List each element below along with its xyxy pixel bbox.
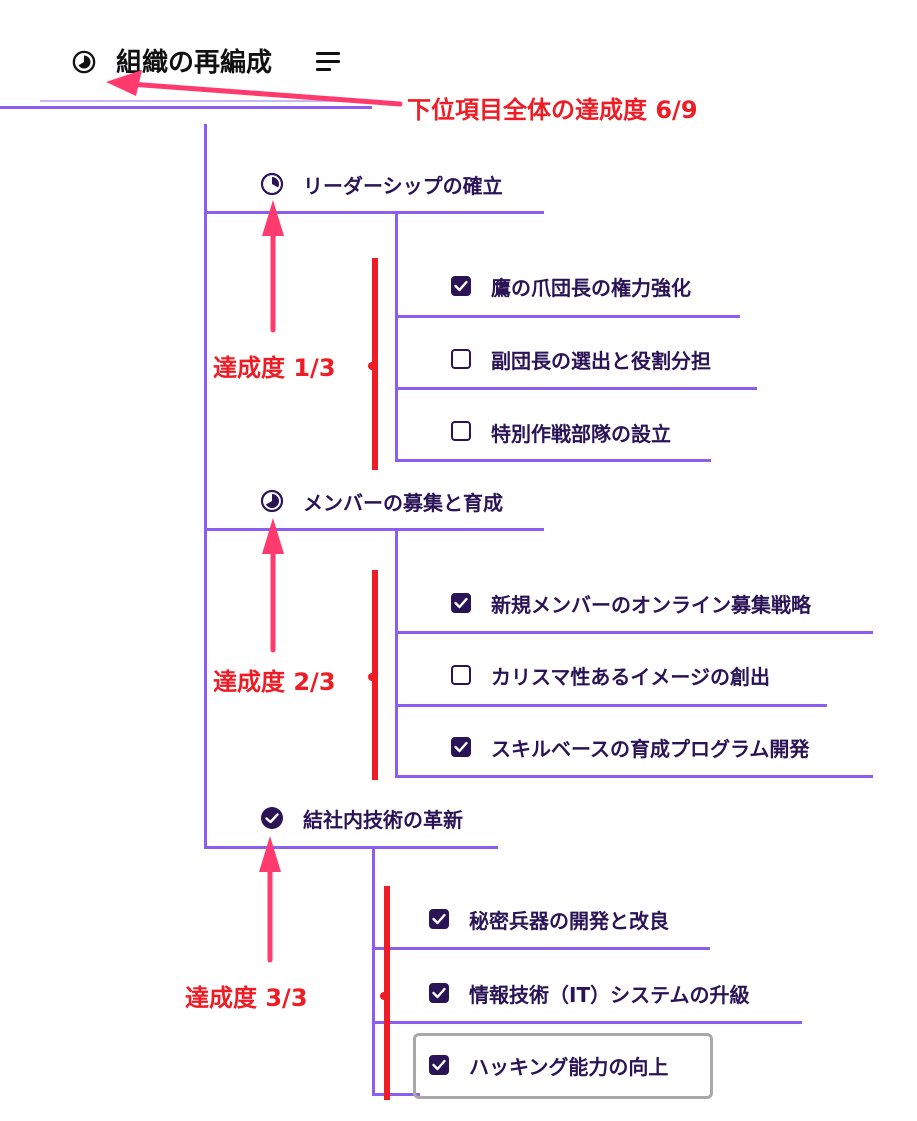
task-1-1-label: 鷹の爪団長の権力強化: [491, 276, 691, 300]
root-progress-icon: [72, 50, 96, 74]
task-1-2-checkbox[interactable]: [451, 349, 471, 369]
task-3-3-checkbox[interactable]: [429, 1055, 449, 1075]
task-2-2-label: カリスマ性あるイメージの創出: [491, 665, 770, 689]
group-2-branch-line: [395, 529, 398, 777]
group-3-bracket: [380, 885, 450, 1102]
task-1-1-underline: [395, 315, 740, 318]
task-1-3-label: 特別作戦部隊の設立: [491, 422, 671, 446]
task-3-2-label: 情報技術（IT）システムの升級: [469, 983, 750, 1007]
task-1-2-underline: [395, 387, 757, 390]
group-1-bracket: [368, 257, 440, 471]
root-underline-shadow: [40, 100, 370, 102]
task-2-3-underline: [395, 775, 873, 778]
group-2-arrow: [262, 518, 284, 653]
task-3-2-underline: [372, 1021, 802, 1024]
group-3-annotation-text: 達成度 3/3: [185, 984, 308, 1012]
group-2-progress-icon: [260, 489, 284, 513]
task-2-1-underline: [395, 631, 873, 634]
root-branch-line: [204, 124, 207, 849]
group-1-progress-icon: [260, 172, 284, 196]
task-2-2-underline: [395, 704, 827, 707]
group-1-underline: [204, 211, 544, 214]
task-2-1-label: 新規メンバーのオンライン募集戦略: [491, 593, 811, 617]
group-2-underline: [204, 528, 544, 531]
task-2-2-checkbox[interactable]: [451, 665, 471, 685]
group-1-arrow: [262, 200, 284, 333]
group-3-underline: [204, 846, 498, 849]
menu-icon[interactable]: [316, 52, 340, 76]
group-2-annotation-text: 達成度 2/3: [213, 668, 336, 696]
group-1-label[interactable]: リーダーシップの確立: [303, 174, 503, 198]
task-1-1-checkbox[interactable]: [451, 276, 471, 296]
root-annotation-text: 下位項目全体の達成度 6/9: [407, 96, 698, 124]
task-3-1-checkbox[interactable]: [429, 909, 449, 929]
group-2-bracket: [368, 569, 440, 782]
group-3-arrow: [259, 836, 281, 963]
group-2-label[interactable]: メンバーの募集と育成: [303, 491, 503, 515]
task-3-3-underline: [372, 1093, 420, 1096]
task-2-3-label: スキルベースの育成プログラム開発: [491, 737, 810, 761]
task-1-2-label: 副団長の選出と役割分担: [491, 349, 711, 373]
group-1-annotation-text: 達成度 1/3: [213, 354, 336, 382]
task-3-2-checkbox[interactable]: [429, 983, 449, 1003]
root-annotation-arrow: [106, 70, 403, 107]
task-2-1-checkbox[interactable]: [451, 593, 471, 613]
group-3-label[interactable]: 結社内技術の革新: [303, 808, 463, 832]
root-title: 組織の再編成: [116, 48, 273, 78]
task-3-1-label: 秘密兵器の開発と改良: [469, 909, 669, 933]
group-3-branch-line: [372, 847, 375, 1095]
task-3-1-underline: [372, 947, 710, 950]
group-3-check-circle-icon: [261, 807, 283, 829]
task-1-3-checkbox[interactable]: [451, 421, 471, 441]
root-underline: [0, 106, 372, 109]
task-3-3-label: ハッキング能力の向上: [469, 1055, 669, 1079]
selected-task-highlight: [413, 1033, 713, 1099]
group-1-branch-line: [395, 212, 398, 462]
task-2-3-checkbox[interactable]: [451, 737, 471, 757]
task-1-3-underline: [395, 459, 711, 462]
